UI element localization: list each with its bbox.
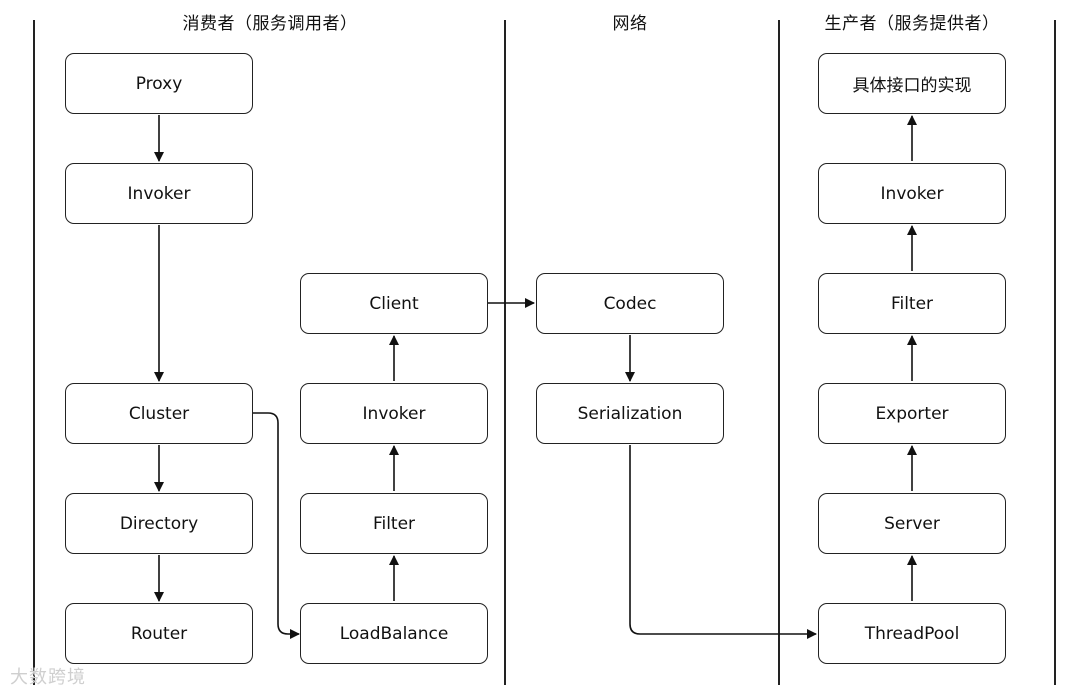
exporter-node: Exporter — [818, 383, 1006, 444]
arrow-cluster-to-loadbalance — [253, 412, 300, 639]
loadbalance-node: LoadBalance — [300, 603, 488, 664]
router-node: Router — [65, 603, 253, 664]
provider-filter-node: Filter — [818, 273, 1006, 334]
lane-divider-left — [33, 20, 35, 685]
consumer-filter-node: Filter — [300, 493, 488, 554]
lane-divider-right — [1054, 20, 1056, 685]
server-node: Server — [818, 493, 1006, 554]
consumer-invoker2-node: Invoker — [300, 383, 488, 444]
serialization-node: Serialization — [536, 383, 724, 444]
directory-node: Directory — [65, 493, 253, 554]
arrow-serialization-to-threadpool — [629, 445, 817, 639]
provider-heading: 生产者（服务提供者） — [824, 14, 1000, 34]
lane-divider-network-provider — [778, 20, 780, 685]
network-heading: 网络 — [612, 14, 648, 34]
client-node: Client — [300, 273, 488, 334]
cluster-node: Cluster — [65, 383, 253, 444]
impl-node: 具体接口的实现 — [818, 53, 1006, 114]
lane-divider-consumer-network — [504, 20, 506, 685]
consumer-invoker-node: Invoker — [65, 163, 253, 224]
codec-node: Codec — [536, 273, 724, 334]
consumer-heading: 消费者（服务调用者） — [182, 14, 358, 34]
provider-invoker-node: Invoker — [818, 163, 1006, 224]
watermark: 大数跨境 — [10, 667, 86, 688]
proxy-node: Proxy — [65, 53, 253, 114]
threadpool-node: ThreadPool — [818, 603, 1006, 664]
